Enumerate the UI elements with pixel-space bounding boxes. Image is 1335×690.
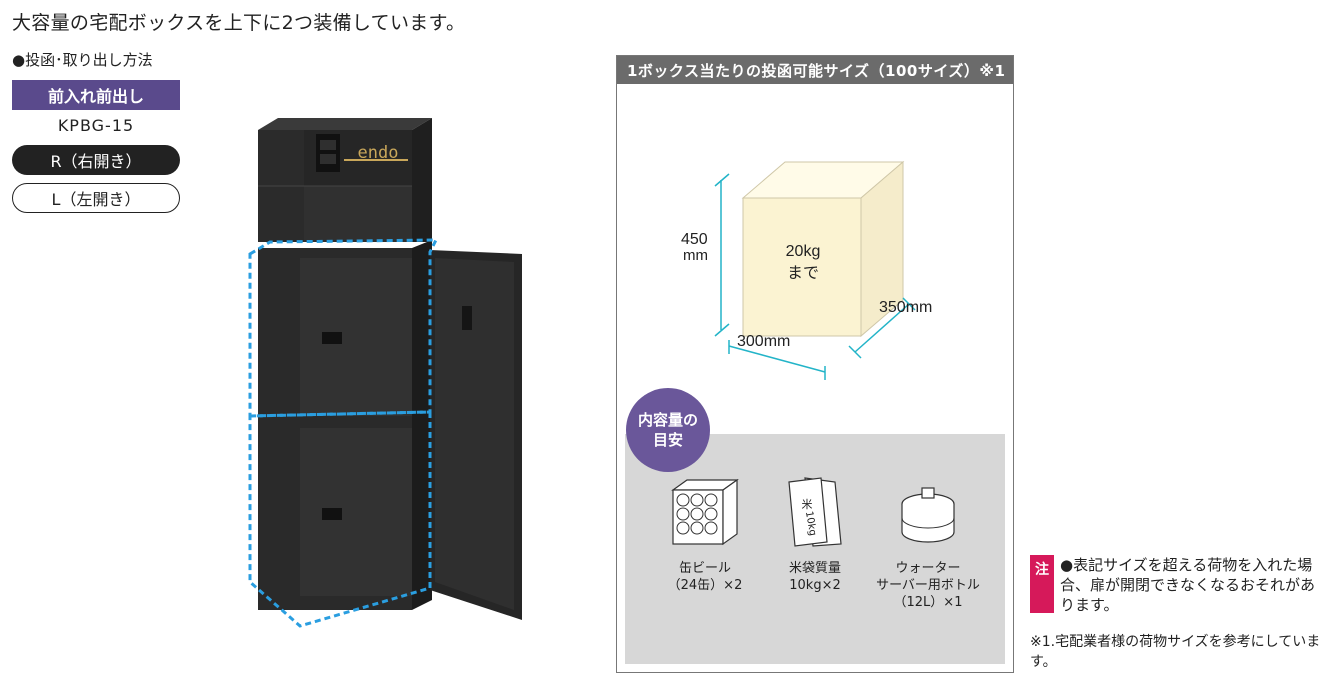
- method-title: ●投函･取り出し方法: [12, 51, 153, 69]
- beer-label-line1: 缶ビール: [678, 561, 731, 576]
- beer-cans-icon: [671, 478, 739, 546]
- size-panel: 1ボックス当たりの投函可能サイズ（100サイズ）※1 450 mm 20kg ま…: [616, 55, 1014, 673]
- depth-label: 350mm: [879, 299, 932, 316]
- delivery-box-illustration: endo: [248, 118, 522, 628]
- height-unit: mm: [683, 247, 708, 264]
- rice-bag-icon: 米 10kg: [788, 477, 842, 547]
- headline: 大容量の宅配ボックスを上下に2つ装備しています。: [12, 12, 466, 34]
- right-open-option[interactable]: R（右開き）: [12, 145, 180, 175]
- water-label-line1: ウォーター: [895, 561, 961, 576]
- capacity-item-water: ウォーター サーバー用ボトル （12L）×1: [868, 470, 988, 611]
- footnote: ※1.宅配業者様の荷物サイズを参考にしています。: [1030, 634, 1321, 670]
- capacity-item-beer: 缶ビール （24缶）×2: [645, 470, 765, 594]
- capacity-item-rice: 米 10kg 米袋質量 10kg×2: [755, 470, 875, 594]
- left-open-option[interactable]: L（左開き）: [12, 183, 180, 213]
- beer-label-line2: （24缶）×2: [667, 578, 743, 593]
- water-bottle-icon: [901, 487, 955, 543]
- box-size-diagram: 450 mm 20kg まで 350mm 300mm: [681, 160, 932, 380]
- brand-logo: endo: [358, 143, 399, 163]
- water-label-line3: （12L）×1: [893, 595, 963, 610]
- height-value: 450: [681, 231, 708, 248]
- method-badge: 前入れ前出し: [12, 80, 180, 110]
- capacity-badge-line2: 目安: [652, 431, 683, 449]
- water-label-line2: サーバー用ボトル: [876, 578, 980, 593]
- note-mark: 注: [1030, 555, 1054, 613]
- weight-limit-suffix: まで: [787, 265, 819, 282]
- weight-limit: 20kg: [786, 243, 821, 260]
- rice-label-line1: 米袋質量: [788, 561, 841, 576]
- model-number: KPBG-15: [57, 116, 135, 135]
- capacity-badge: 内容量の 目安: [626, 388, 710, 472]
- rice-bag-text2: 10kg: [803, 510, 818, 536]
- width-label: 300mm: [737, 333, 790, 350]
- capacity-area: [625, 434, 1005, 664]
- note-text: ●表記サイズを超える荷物を入れた場合、扉が開閉できなくなるおそれがあります。: [1060, 556, 1316, 614]
- size-panel-title: 1ボックス当たりの投函可能サイズ（100サイズ）※1: [617, 56, 1013, 84]
- capacity-badge-line1: 内容量の: [637, 411, 698, 429]
- rice-bag-text1: 米: [802, 498, 813, 511]
- rice-label-line2: 10kg×2: [789, 578, 841, 593]
